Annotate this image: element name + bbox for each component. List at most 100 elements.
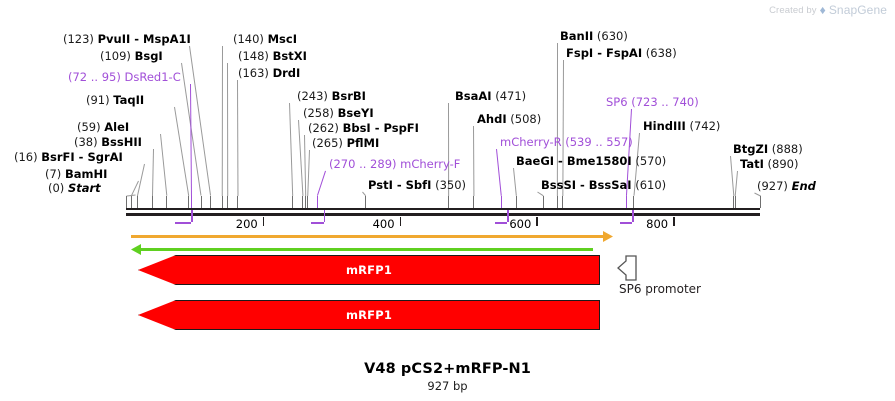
gene-arrow-mrfp1-lower[interactable]: mRFP1 xyxy=(138,300,600,330)
site-position: (123) xyxy=(63,32,98,46)
site-label-hindiii[interactable]: HindIII (742) xyxy=(643,120,720,132)
site-position: (243) xyxy=(297,89,332,103)
gene-arrow-mrfp1-upper[interactable]: mRFP1 xyxy=(138,255,600,285)
site-position: (508) xyxy=(506,112,542,126)
site-tick xyxy=(136,196,138,208)
site-position: (270 .. 289) xyxy=(329,157,401,171)
site-label-mcherry-f[interactable]: (270 .. 289) mCherry-F xyxy=(329,158,460,170)
site-label-bsrfi-sgrai[interactable]: (16) BsrFI - SgrAI xyxy=(14,151,123,163)
site-name: End xyxy=(791,179,816,193)
site-name: BamHI xyxy=(64,167,108,181)
site-tick xyxy=(633,196,635,208)
site-tick xyxy=(302,196,304,208)
site-position: (539 .. 557) xyxy=(561,135,633,149)
site-position: (265) xyxy=(312,136,347,150)
site-name: BsgI xyxy=(134,49,163,63)
site-position: (610) xyxy=(631,178,667,192)
site-name: BanII xyxy=(560,29,594,43)
site-tick xyxy=(500,196,503,208)
site-name: BsaAI xyxy=(455,89,492,103)
ruler-tick-label-800: 800 xyxy=(646,217,669,231)
site-label-mcherry-r[interactable]: mCherry-R (539 .. 557) xyxy=(500,136,633,148)
site-tick xyxy=(734,196,736,208)
site-position: (140) xyxy=(233,32,268,46)
site-tick xyxy=(307,196,309,208)
site-name: BbsI - PspFI xyxy=(342,121,419,135)
site-position: (0) xyxy=(48,181,68,195)
site-label-bamhi[interactable]: (7) BamHI xyxy=(45,168,107,180)
site-label-ahdi[interactable]: AhdI (508) xyxy=(477,113,541,125)
snapgene-logo-icon: ♦ xyxy=(819,3,826,17)
backbone-line xyxy=(126,212,760,216)
leader-line xyxy=(730,155,735,197)
site-label-start[interactable]: (0) Start xyxy=(48,182,101,194)
site-tick xyxy=(543,196,545,208)
site-name: mCherry-F xyxy=(400,157,461,171)
site-label-end[interactable]: (927) End xyxy=(757,180,816,192)
site-label-taqii[interactable]: (91) TaqII xyxy=(86,94,144,106)
leader-line xyxy=(307,149,310,197)
site-name: TatI xyxy=(740,157,764,171)
site-position: (350) xyxy=(431,178,467,192)
site-tick xyxy=(126,196,127,208)
site-label-bsrbi[interactable]: (243) BsrBI xyxy=(297,90,366,102)
leader-line xyxy=(473,125,475,197)
site-position: (91) xyxy=(86,93,114,107)
site-label-bstxi[interactable]: (148) BstXI xyxy=(238,50,307,62)
site-label-bsssi-bsssai[interactable]: BssSI - BssSaI (610) xyxy=(541,179,666,191)
site-label-psti-sbfi[interactable]: PstI - SbfI (350) xyxy=(368,179,466,191)
site-label-dsred1-c[interactable]: (72 .. 95) DsRed1-C xyxy=(68,71,181,83)
site-label-bsshii[interactable]: (38) BssHII xyxy=(74,136,142,148)
leader-line xyxy=(316,170,327,197)
site-label-tati[interactable]: TatI (890) xyxy=(740,158,799,170)
site-name: PflMI xyxy=(346,136,380,150)
leader-line xyxy=(562,59,564,197)
snapgene-watermark: Created by ♦ SnapGene xyxy=(769,3,887,17)
sp6-promoter-arrow-icon[interactable] xyxy=(617,255,637,281)
gene-label: mRFP1 xyxy=(345,263,393,277)
site-label-msci[interactable]: (140) MscI xyxy=(233,33,297,45)
site-label-alei[interactable]: (59) AleI xyxy=(77,121,129,133)
site-tick xyxy=(760,196,761,208)
leader-line xyxy=(174,106,190,197)
site-position: (630) xyxy=(593,29,628,43)
gene-label: mRFP1 xyxy=(345,308,393,322)
site-label-bsaai[interactable]: BsaAI (471) xyxy=(455,90,526,102)
site-label-pflmi[interactable]: (265) PflMI xyxy=(312,137,379,149)
site-position: (148) xyxy=(238,49,273,63)
site-name: BsrBI xyxy=(331,89,366,103)
site-name: DsRed1-C xyxy=(124,70,181,84)
site-tick xyxy=(625,196,628,208)
site-name: DrdI xyxy=(272,66,301,80)
site-label-banii[interactable]: BanII (630) xyxy=(560,30,628,42)
site-name: BssSI - BssSaI xyxy=(541,178,632,192)
site-name: BstXI xyxy=(272,49,307,63)
site-name: BtgZI xyxy=(733,142,769,156)
site-label-sp6[interactable]: SP6 (723 .. 740) xyxy=(606,96,699,108)
site-label-drdi[interactable]: (163) DrdI xyxy=(238,67,300,79)
site-label-baegi-bme1580i[interactable]: BaeGI - Bme1580I (570) xyxy=(516,155,666,167)
bracket-bar xyxy=(310,222,324,224)
site-label-bsgi[interactable]: (109) BsgI xyxy=(100,50,163,62)
leader-line xyxy=(496,148,503,197)
site-position: (59) xyxy=(77,120,105,134)
site-label-bseyi[interactable]: (258) BseYI xyxy=(303,107,374,119)
site-label-bbsi-pspfi[interactable]: (262) BbsI - PspFI xyxy=(308,122,419,134)
bracket-bar xyxy=(494,222,507,224)
bracket-riser xyxy=(632,210,634,222)
site-position: (890) xyxy=(763,157,799,171)
orf-arrow-forward[interactable] xyxy=(131,231,613,242)
site-label-fspi-fspai[interactable]: FspI - FspAI (638) xyxy=(566,47,677,59)
site-position: (7) xyxy=(45,167,65,181)
site-label-btgzi[interactable]: BtgZI (888) xyxy=(733,143,803,155)
site-position: (888) xyxy=(768,142,803,156)
ruler-tick-label-400: 400 xyxy=(372,217,395,231)
leader-line xyxy=(151,148,154,196)
sp6-promoter-label: SP6 promoter xyxy=(619,282,701,296)
site-tick xyxy=(515,196,517,208)
site-position: (72 .. 95) xyxy=(68,70,125,84)
site-tick xyxy=(556,196,558,208)
leader-line xyxy=(227,62,229,197)
site-label-pvuii-mspa1i[interactable]: (123) PvuII - MspA1I xyxy=(63,33,191,45)
orf-arrow-reverse[interactable] xyxy=(131,244,593,255)
